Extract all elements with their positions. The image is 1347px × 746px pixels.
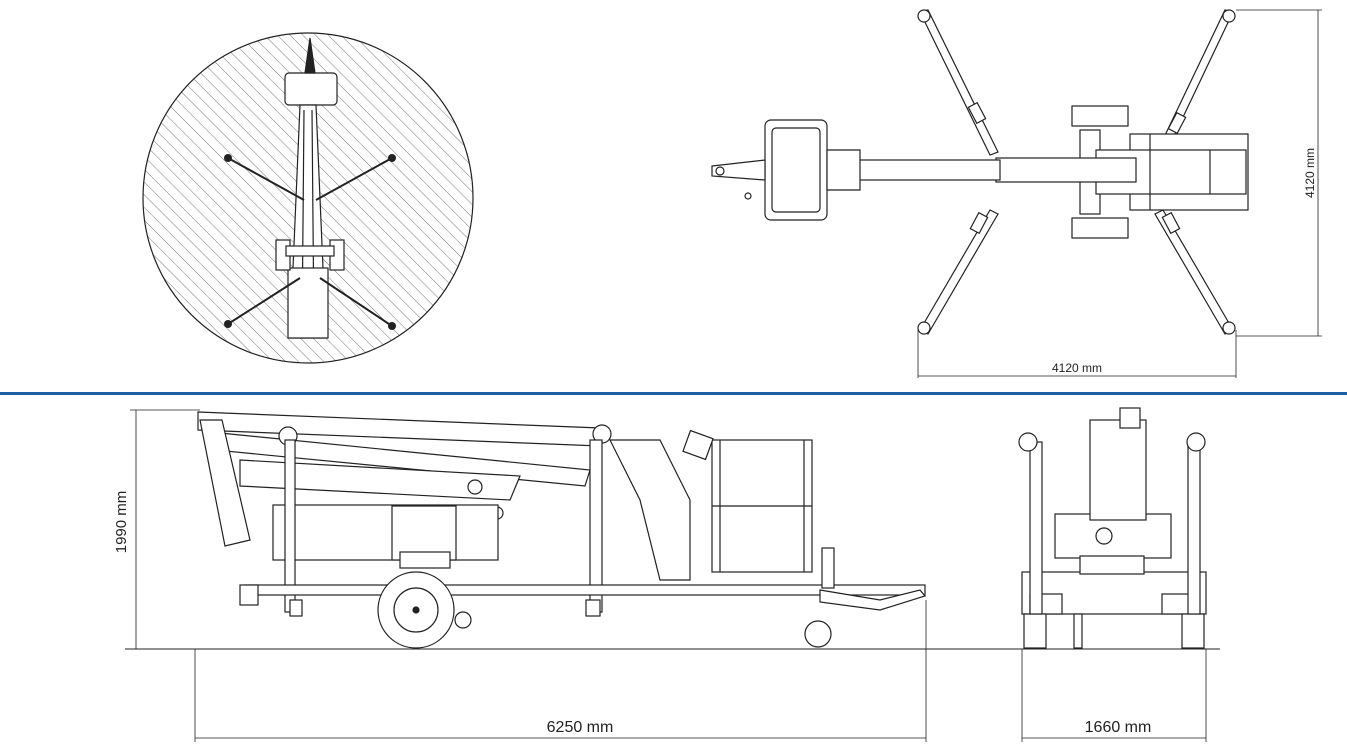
rear-view-width-label: 1660 mm (1085, 719, 1152, 736)
side-view-height-label: 1990 mm (113, 491, 130, 554)
side-view-dimensions (130, 409, 927, 742)
top-view: 4120 mm 4120 mm (711, 9, 1322, 378)
side-view-length-label: 6250 mm (547, 719, 614, 736)
working-range-view (142, 32, 474, 364)
side-view (125, 411, 1220, 650)
jockey-wheel (804, 620, 832, 648)
section-divider (0, 392, 1347, 395)
rear-view (1018, 407, 1207, 649)
top-view-dimensions (917, 9, 1322, 378)
top-view-width-label: 4120 mm (1052, 361, 1102, 375)
top-view-chassis (711, 105, 1249, 239)
range-outriggers (227, 157, 393, 327)
top-view-outriggers (917, 9, 1236, 335)
range-boom (275, 37, 345, 339)
side-basket (682, 429, 813, 573)
top-view-height-label: 4120 mm (1303, 148, 1317, 198)
rear-view-dimensions (1021, 649, 1207, 742)
